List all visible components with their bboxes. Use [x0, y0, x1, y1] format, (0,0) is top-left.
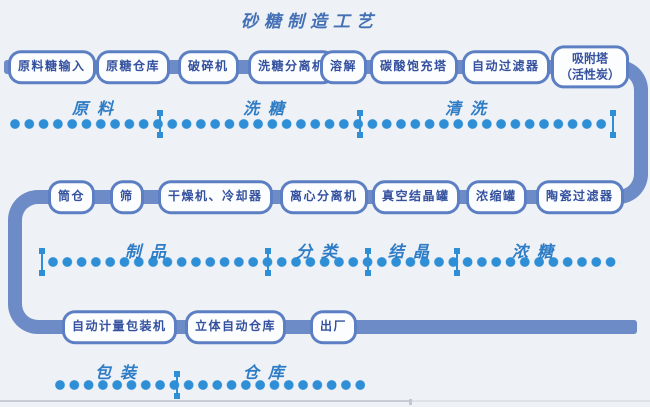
process-box-auto-weighing-packer: 自动计量包装机 — [62, 310, 177, 344]
section-label-cleaning: 清洗 — [444, 99, 496, 118]
section-label-raw-materials: 原料 — [71, 99, 123, 118]
track-divider — [176, 374, 178, 396]
section-label-washing: 洗糖 — [242, 99, 294, 118]
track-divider — [267, 251, 269, 273]
section-label-sorting: 分类 — [295, 242, 347, 261]
bottom-rule-tick — [409, 399, 412, 405]
process-box-adsorption-tower: 吸附塔 （活性炭） — [551, 45, 629, 89]
section-label-thick-sugar: 浓糖 — [511, 242, 563, 261]
process-box-sieve: 筛 — [110, 180, 144, 214]
process-box-dissolver: 溶解 — [320, 50, 368, 84]
track-divider — [456, 251, 458, 273]
track-divider — [159, 113, 161, 135]
bottom-rule-left — [0, 400, 411, 402]
dotted-track-row1 — [10, 119, 610, 129]
track-divider — [367, 251, 369, 273]
process-box-centrifugal-separator: 离心分离机 — [280, 180, 368, 214]
process-box-crusher: 破碎机 — [178, 50, 239, 84]
process-box-auto-filter: 自动过滤器 — [462, 50, 550, 84]
track-divider — [612, 113, 614, 135]
section-label-crystallization: 结晶 — [387, 242, 439, 261]
adsorption-tower-line2: （活性炭） — [559, 67, 620, 81]
process-box-dryer-cooler: 干燥机、冷却器 — [158, 180, 273, 214]
process-box-carbonation-tower: 碳酸饱充塔 — [370, 50, 458, 84]
adsorption-tower-line1: 吸附塔 — [571, 51, 608, 66]
diagram-title: 砂糖制造工艺 — [241, 12, 379, 32]
dotted-track-row3 — [55, 380, 365, 390]
section-label-product: 制品 — [124, 242, 176, 261]
track-divider — [359, 113, 361, 135]
process-box-shipment: 出厂 — [310, 310, 358, 344]
process-box-vacuum-crystallizer: 真空结晶罐 — [372, 180, 460, 214]
bottom-rule-right — [411, 400, 650, 402]
track-divider — [41, 251, 43, 273]
process-box-concentrator: 浓缩罐 — [466, 180, 527, 214]
process-box-automated-warehouse: 立体自动仓库 — [185, 310, 287, 344]
section-label-warehouse: 仓库 — [242, 363, 294, 382]
process-box-raw-sugar-warehouse: 原糖仓库 — [96, 50, 171, 84]
process-box-ceramic-filter: 陶瓷过滤器 — [536, 180, 624, 214]
process-box-silo: 筒仓 — [48, 180, 96, 214]
process-box-raw-sugar-input: 原料糖输入 — [8, 50, 96, 84]
dotted-track-row2 — [48, 257, 620, 267]
section-label-packaging: 包装 — [94, 363, 146, 382]
